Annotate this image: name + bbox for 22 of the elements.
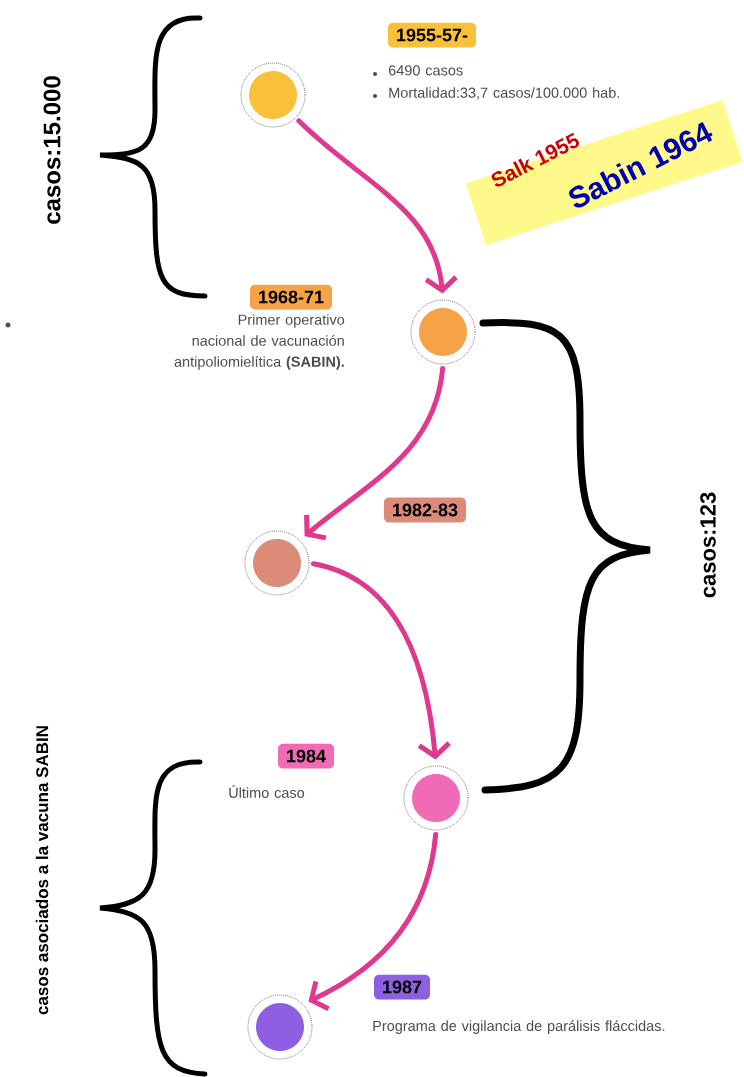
bullet-item: Mortalidad:33,7 casos/100.000 hab. — [373, 87, 619, 100]
year-badge: 1968-71 — [249, 284, 333, 310]
description-text: Último caso — [229, 785, 305, 798]
timeline-dot — [403, 765, 469, 831]
timeline-dot — [240, 62, 306, 128]
timeline-dot — [247, 994, 313, 1060]
bullet-item: 6490 casos — [373, 65, 463, 76]
curved-arrow — [308, 832, 439, 1011]
curved-arrow — [296, 118, 458, 294]
curved-arrow — [304, 366, 446, 541]
side-label: casos:15.000 — [43, 76, 61, 224]
side-label: casos:123 — [700, 492, 716, 598]
year-badge: 1984 — [278, 743, 334, 769]
year-badge: 1987 — [374, 974, 430, 1000]
side-label: casos asociados a la vacuna SABIN — [35, 726, 49, 1015]
year-badge: 1955-57- — [387, 22, 476, 48]
curved-arrow — [310, 561, 451, 760]
bullet-item: Primer operativo nacional de vacunación antipoliomielítica (SABIN). — [5, 314, 345, 370]
description-text: Programa de vigilancia de parálisis fláccidas. — [373, 1020, 665, 1034]
timeline-dot — [410, 299, 476, 365]
year-badge: 1982-83 — [383, 497, 466, 523]
timeline-dot — [244, 530, 310, 596]
